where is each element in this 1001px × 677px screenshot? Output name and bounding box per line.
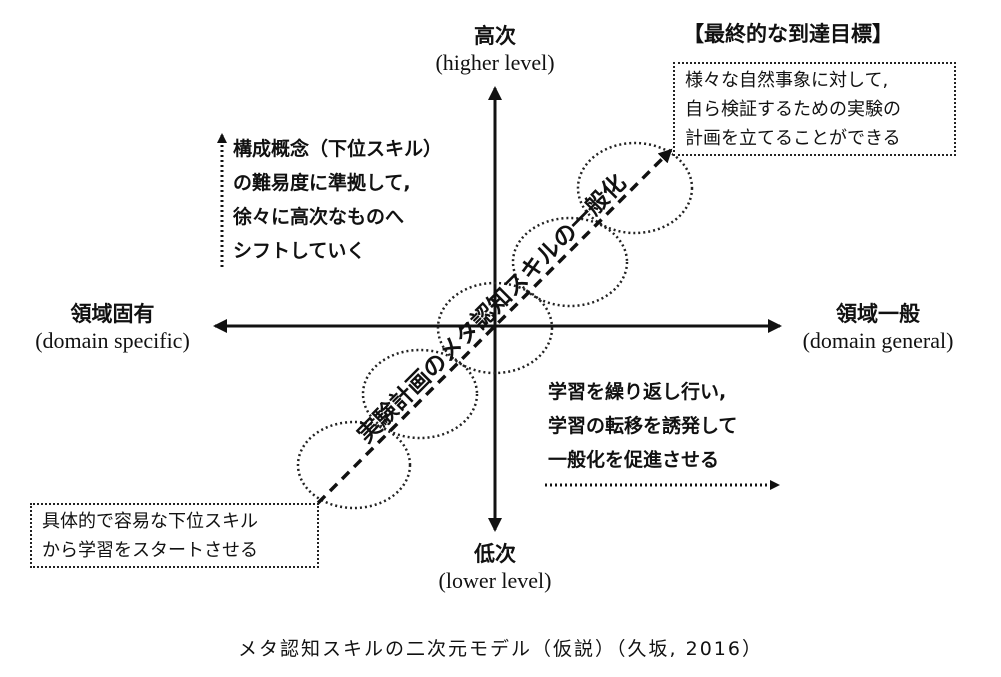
left-note-line: 構成概念（下位スキル）: [233, 138, 443, 160]
start-line: から学習をスタートさせる: [42, 540, 258, 561]
goal-box: 様々な自然事象に対して, 自ら検証するための実験の 計画を立てることができる: [673, 62, 956, 156]
skill-ellipses: [296, 141, 694, 510]
axis-left-en: (domain specific): [35, 328, 190, 353]
skill-ellipse: [511, 216, 629, 308]
start-box: 具体的で容易な下位スキル から学習をスタートさせる: [30, 503, 319, 568]
start-line: 具体的で容易な下位スキル: [42, 511, 258, 532]
axis-left-label: 領域固有 (domain specific): [10, 298, 215, 354]
right-note-line: 一般化を促進させる: [548, 449, 720, 471]
generalization-arrow: [316, 148, 673, 505]
left-note-line: 徐々に高次なものへ: [233, 206, 405, 228]
figure-caption: メタ認知スキルの二次元モデル（仮説）（久坂, 2016）: [238, 638, 763, 660]
goal-line: 計画を立てることができる: [685, 128, 901, 149]
axis-left-jp: 領域固有: [70, 302, 155, 326]
goal-title: 【最終的な到達目標】: [683, 22, 893, 46]
axis-top-label: 高次 (higher level): [415, 20, 575, 76]
right-note-line: 学習を繰り返し行い,: [548, 381, 727, 403]
skill-ellipse: [361, 348, 479, 440]
axis-bottom-en: (lower level): [438, 568, 552, 593]
axis-top-en: (higher level): [435, 50, 555, 75]
left-note-line: の難易度に準拠して,: [233, 172, 411, 194]
skill-ellipse: [576, 141, 694, 235]
axis-top-jp: 高次: [474, 24, 516, 48]
axis-bottom-label: 低次 (lower level): [415, 538, 575, 594]
skill-ellipse: [296, 420, 412, 510]
goal-line: 自ら検証するための実験の: [685, 99, 901, 120]
right-note-line: 学習の転移を誘発して: [548, 415, 738, 437]
left-note: 構成概念（下位スキル） の難易度に準拠して, 徐々に高次なものへ シフトしていく: [233, 132, 442, 268]
goal-line: 様々な自然事象に対して,: [685, 70, 889, 91]
axis-right-label: 領域一般 (domain general): [778, 298, 978, 354]
axis-bottom-jp: 低次: [474, 542, 516, 566]
axis-right-jp: 領域一般: [836, 302, 920, 326]
axis-right-en: (domain general): [802, 328, 954, 353]
left-note-line: シフトしていく: [233, 240, 366, 262]
skill-ellipse: [436, 281, 554, 375]
right-note: 学習を繰り返し行い, 学習の転移を誘発して 一般化を促進させる: [548, 375, 737, 477]
